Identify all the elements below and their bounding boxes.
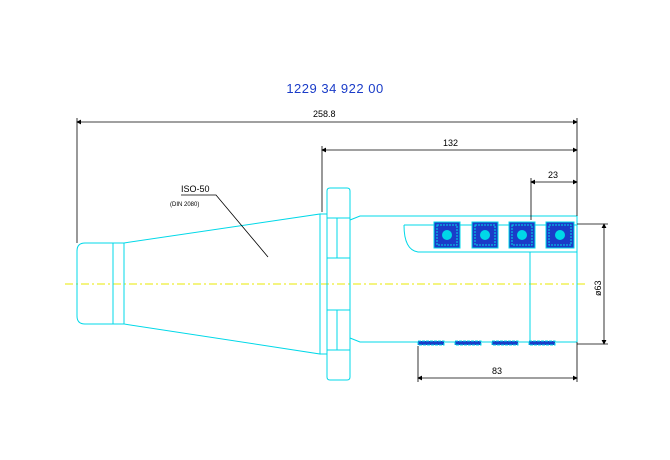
cutting-length-dimension: 83 xyxy=(417,342,578,382)
insert-bottom-2 xyxy=(454,340,482,346)
insert-top-3 xyxy=(508,221,536,249)
cutter-body xyxy=(349,215,578,343)
body-length-dimension: 132 xyxy=(321,138,578,212)
taper-leader xyxy=(181,194,269,258)
insert-top-4 xyxy=(545,221,575,249)
overall-length-value: 258.8 xyxy=(313,109,336,119)
insert-bottom-1 xyxy=(417,340,445,346)
part-number-title: 1229 34 922 00 xyxy=(286,81,384,96)
insert-top-1 xyxy=(433,221,461,249)
taper-label: ISO-50 xyxy=(181,184,210,194)
insert-bottom-3 xyxy=(491,340,519,346)
insert-top-2 xyxy=(471,221,499,249)
taper-shank xyxy=(76,213,327,355)
bottom-inserts xyxy=(417,340,556,346)
cutting-length-value: 83 xyxy=(492,366,502,376)
insert-offset-dimension: 23 xyxy=(530,170,578,220)
overall-length-dimension: 258.8 xyxy=(76,109,578,243)
top-inserts xyxy=(433,221,575,249)
body-length-value: 132 xyxy=(443,138,458,148)
diameter-dimension: ø63 xyxy=(577,223,608,345)
insert-offset-value: 23 xyxy=(548,170,558,180)
diameter-value: ø63 xyxy=(593,280,603,296)
flange xyxy=(326,187,351,381)
standard-label: (DIN 2080) xyxy=(170,202,199,208)
insert-bottom-4 xyxy=(528,340,556,346)
